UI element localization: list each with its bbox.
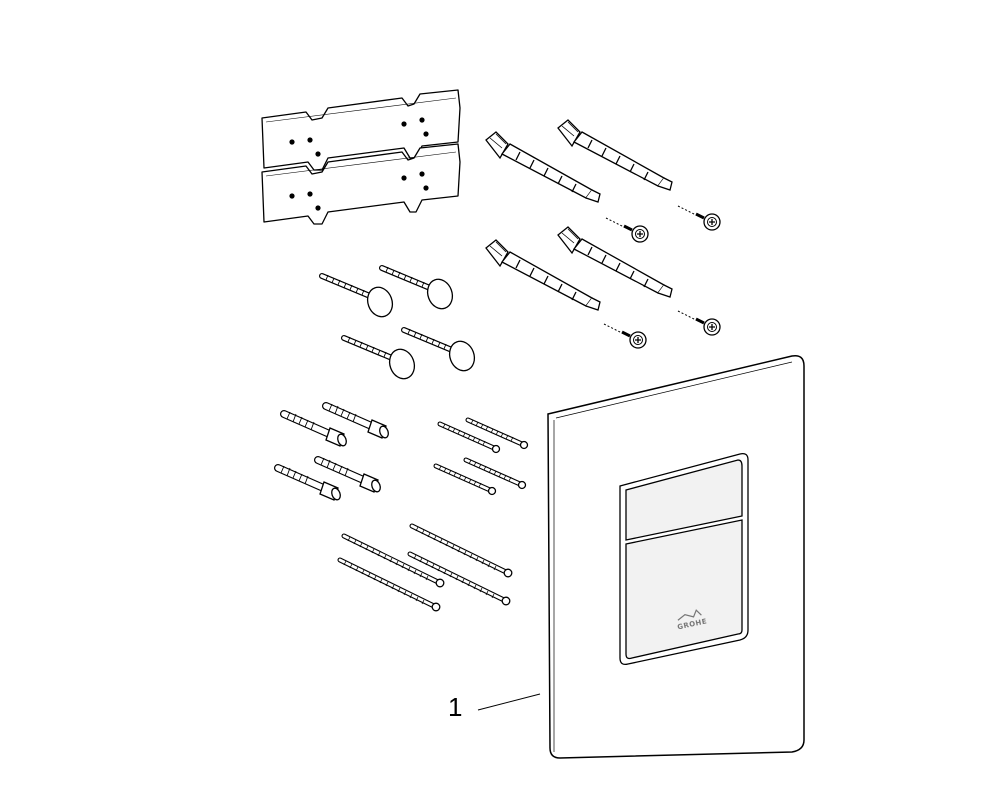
callout-label: 1 bbox=[448, 692, 463, 722]
long-screw bbox=[412, 526, 512, 577]
wall-anchor bbox=[557, 119, 673, 191]
medium-screw bbox=[468, 420, 528, 449]
small-flush-button bbox=[625, 459, 743, 541]
flush-plate: GROHE bbox=[547, 354, 805, 759]
anchor-screw bbox=[676, 309, 722, 337]
anchor-screw bbox=[676, 204, 722, 232]
mushroom-bolt bbox=[322, 275, 396, 320]
anchor-screw bbox=[602, 322, 648, 350]
callout-leader-line bbox=[477, 693, 541, 711]
long-screw bbox=[340, 560, 440, 611]
mushroom-bolt bbox=[404, 329, 478, 374]
large-flush-button bbox=[625, 519, 743, 660]
mushroom-bolt bbox=[382, 267, 456, 312]
anchor-screw bbox=[604, 216, 650, 244]
mushroom-bolt bbox=[344, 337, 418, 382]
threaded-sleeve bbox=[278, 466, 342, 501]
wall-anchor bbox=[557, 226, 673, 298]
threaded-sleeve bbox=[284, 412, 348, 447]
long-screw bbox=[410, 554, 510, 605]
